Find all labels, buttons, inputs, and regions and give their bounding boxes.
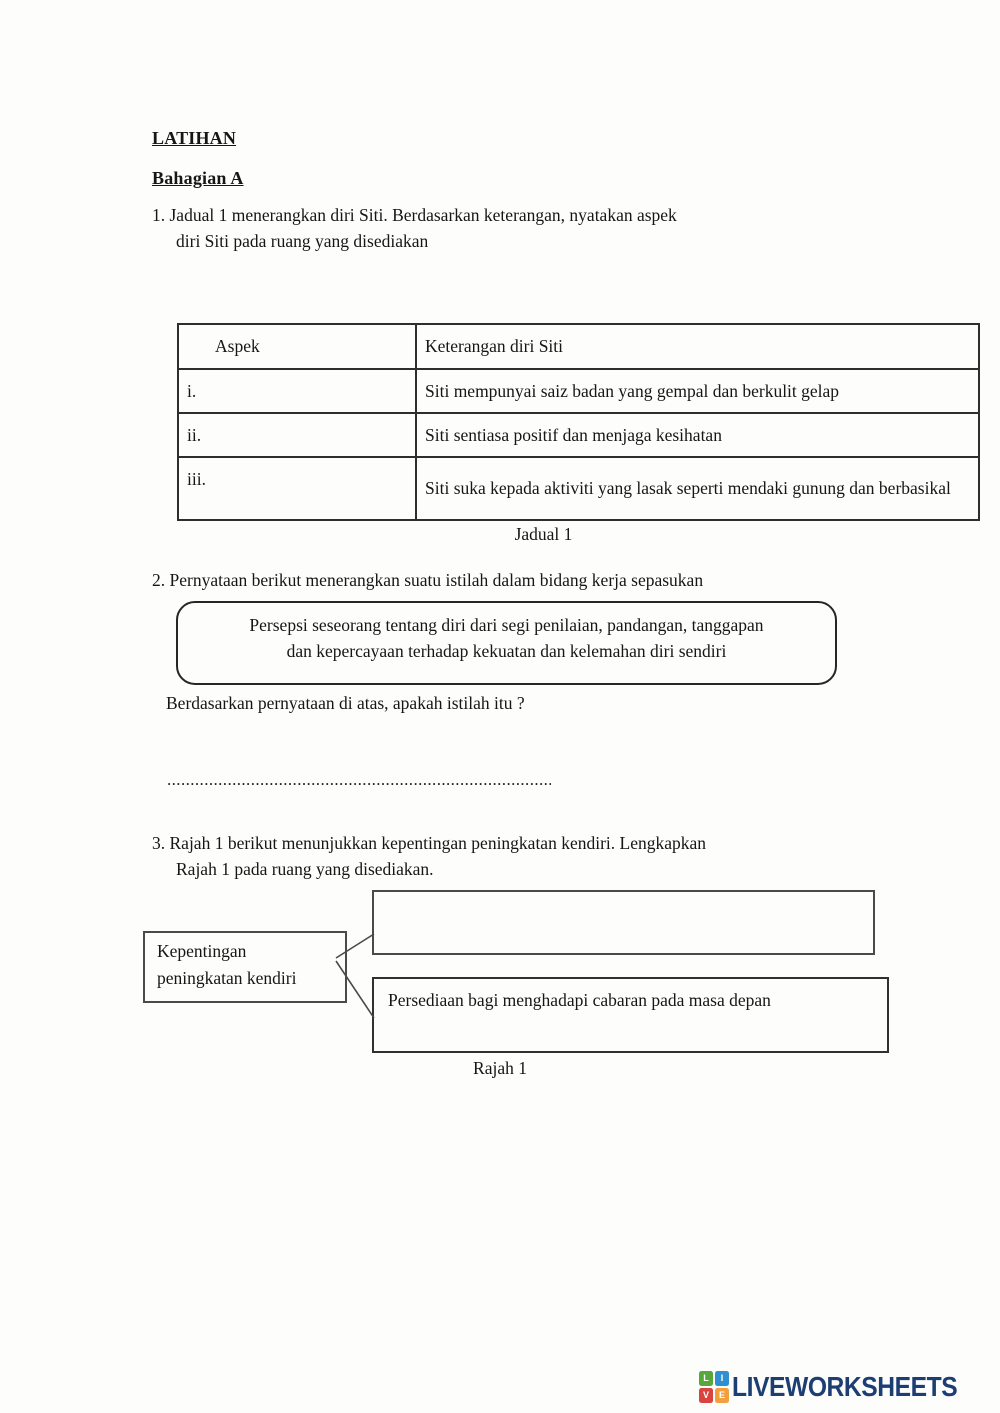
- keterangan-cell-2: Siti sentiasa positif dan menjaga kesiha…: [415, 412, 980, 458]
- section-title: Bahagian A: [152, 168, 244, 188]
- liveworksheets-logo: L I V E LIVEWORKSHEETS: [699, 1371, 988, 1403]
- aspek-table: Aspek Keterangan diri Siti i. Siti mempu…: [177, 323, 980, 521]
- statement-box: Persepsi seseorang tentang diri dari seg…: [176, 601, 837, 685]
- aspek-answer-cell-3[interactable]: iii.: [177, 456, 417, 521]
- question-3-text: 3. Rajah 1 berikut menunjukkan kepenting…: [152, 830, 892, 882]
- question-1-line1: 1. Jadual 1 menerangkan diri Siti. Berda…: [152, 205, 677, 225]
- table-row: iii. Siti suka kepada aktiviti yang lasa…: [177, 456, 980, 521]
- statement-line1: Persepsi seseorang tentang diri dari seg…: [249, 615, 764, 635]
- question-3-line2: Rajah 1 pada ruang yang disediakan.: [176, 859, 434, 879]
- aspek-answer-cell-1[interactable]: i.: [177, 368, 417, 414]
- question-3-line1: 3. Rajah 1 berikut menunjukkan kepenting…: [152, 833, 707, 853]
- table-row: ii. Siti sentiasa positif dan menjaga ke…: [177, 412, 980, 458]
- keterangan-cell-1: Siti mempunyai saiz badan yang gempal da…: [415, 368, 980, 414]
- table-header-row: Aspek Keterangan diri Siti: [177, 323, 980, 370]
- diagram-source-line1: Kepentingan: [157, 941, 247, 961]
- aspek-answer-cell-2[interactable]: ii.: [177, 412, 417, 458]
- diagram-caption: Rajah 1: [473, 1058, 527, 1078]
- logo-wordmark: LIVEWORKSHEETS: [732, 1371, 958, 1402]
- diagram-branch-box: Persediaan bagi menghadapi cabaran pada …: [372, 977, 889, 1053]
- question-1-text: 1. Jadual 1 menerangkan diri Siti. Berda…: [152, 202, 872, 254]
- connector-lines: [335, 933, 375, 1019]
- logo-square-v-icon: V: [699, 1388, 713, 1403]
- table-caption: Jadual 1: [514, 524, 573, 544]
- page-title: LATIHAN: [152, 128, 237, 148]
- logo-square-e-icon: E: [715, 1388, 729, 1403]
- answer-dotted-line[interactable]: ........................................…: [167, 770, 551, 789]
- logo-square-i-icon: I: [715, 1371, 729, 1386]
- table-row: i. Siti mempunyai saiz badan yang gempal…: [177, 368, 980, 414]
- diagram-answer-box[interactable]: [372, 890, 875, 955]
- question-2-prompt: Berdasarkan pernyataan di atas, apakah i…: [166, 693, 525, 713]
- table-header-aspek: Aspek: [177, 323, 417, 370]
- statement-line2: dan kepercayaan terhadap kekuatan dan ke…: [286, 641, 727, 661]
- question-2-text: 2. Pernyataan berikut menerangkan suatu …: [152, 570, 704, 590]
- question-1-line2: diri Siti pada ruang yang disediakan: [176, 231, 429, 251]
- diagram-source-box: Kepentingan peningkatan kendiri: [143, 931, 347, 1003]
- diagram-source-line2: peningkatan kendiri: [157, 968, 297, 988]
- keterangan-cell-3: Siti suka kepada aktiviti yang lasak sep…: [415, 456, 980, 521]
- logo-grid-icon: L I V E: [699, 1371, 729, 1403]
- table-header-keterangan: Keterangan diri Siti: [415, 323, 980, 370]
- logo-square-l-icon: L: [699, 1371, 713, 1386]
